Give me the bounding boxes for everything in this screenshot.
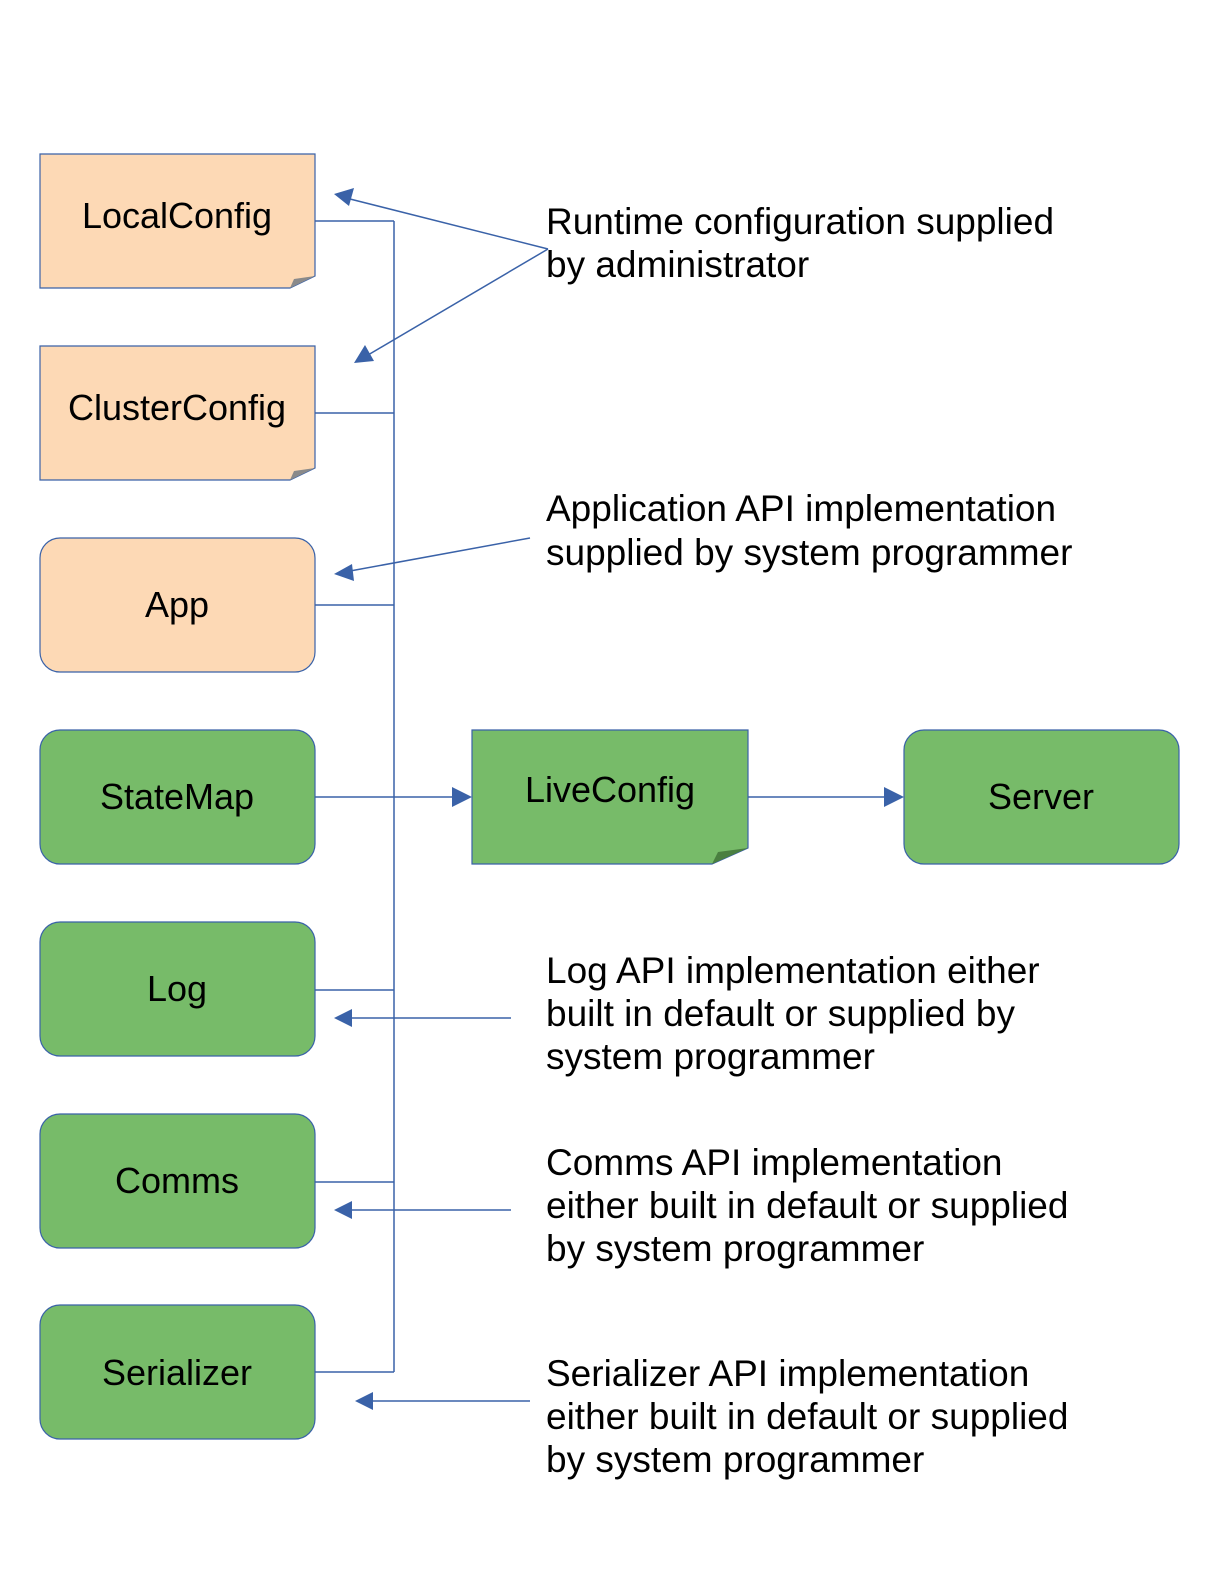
annotation-arrows: [334, 188, 549, 1410]
app-label: App: [145, 584, 209, 625]
node-log: Log: [39, 921, 316, 1057]
comms-shape: [39, 1113, 316, 1249]
pointer-runtime-to-localconfig: [349, 198, 549, 250]
statemap-label: StateMap: [100, 776, 254, 817]
log-shape: [39, 921, 316, 1057]
pointer-head-serializer: [355, 1392, 373, 1410]
liveconfig-label: LiveConfig: [525, 769, 695, 810]
node-localconfig: LocalConfig: [39, 153, 316, 289]
pointer-head-comms: [334, 1201, 352, 1219]
note-runtime-config: Runtime configuration supplied by admini…: [546, 201, 1054, 285]
serializer-shape: [39, 1304, 316, 1440]
pointer-head-app: [334, 564, 354, 581]
note-comms-api: Comms API implementation either built in…: [546, 1142, 1068, 1269]
node-comms: Comms: [39, 1113, 316, 1249]
server-label: Server: [988, 776, 1094, 817]
arrowhead-liveconfig: [452, 787, 472, 807]
arrowhead-server: [884, 787, 904, 807]
note-comms-api-line-1: Comms API implementation: [546, 1142, 1003, 1183]
clusterconfig-fold: [290, 468, 315, 480]
note-app-api-line-2: supplied by system programmer: [546, 532, 1072, 573]
pointer-app-api-to-app: [349, 537, 531, 572]
note-log-api-line-2: built in default or supplied by: [546, 993, 1015, 1034]
liveconfig-fold: [712, 848, 748, 864]
localconfig-label: LocalConfig: [82, 195, 272, 236]
node-liveconfig: LiveConfig: [471, 729, 749, 865]
node-clusterconfig: ClusterConfig: [39, 345, 316, 481]
serializer-label: Serializer: [102, 1352, 252, 1393]
note-log-api: Log API implementation either built in d…: [546, 950, 1040, 1077]
flow-arrows: [315, 787, 904, 807]
log-label: Log: [147, 968, 207, 1009]
note-comms-api-line-2: either built in default or supplied: [546, 1185, 1068, 1226]
note-log-api-line-1: Log API implementation either: [546, 950, 1040, 991]
statemap-shape: [39, 729, 316, 865]
server-shape: [903, 729, 1180, 865]
note-serializer-api: Serializer API implementation either bui…: [546, 1353, 1068, 1480]
node-serializer: Serializer: [39, 1304, 316, 1440]
localconfig-fold: [290, 276, 315, 288]
note-runtime-config-line-2: by administrator: [546, 244, 809, 285]
note-runtime-config-line-1: Runtime configuration supplied: [546, 201, 1054, 242]
app-shape: [39, 537, 316, 673]
note-comms-api-line-3: by system programmer: [546, 1228, 924, 1269]
note-app-api: Application API implementation supplied …: [546, 488, 1072, 573]
note-app-api-line-1: Application API implementation: [546, 488, 1056, 529]
comms-label: Comms: [115, 1160, 239, 1201]
note-log-api-line-3: system programmer: [546, 1036, 875, 1077]
pointer-head-localconfig: [334, 188, 354, 206]
clusterconfig-label: ClusterConfig: [68, 387, 286, 428]
pointer-head-clusterconfig: [354, 345, 374, 363]
node-app: App: [39, 537, 316, 673]
note-serializer-api-line-3: by system programmer: [546, 1439, 924, 1480]
pointer-runtime-to-clusterconfig: [367, 248, 549, 356]
pointer-head-log: [334, 1009, 352, 1027]
node-statemap: StateMap: [39, 729, 316, 865]
note-serializer-api-line-2: either built in default or supplied: [546, 1396, 1068, 1437]
node-server: Server: [903, 729, 1180, 865]
note-serializer-api-line-1: Serializer API implementation: [546, 1353, 1029, 1394]
